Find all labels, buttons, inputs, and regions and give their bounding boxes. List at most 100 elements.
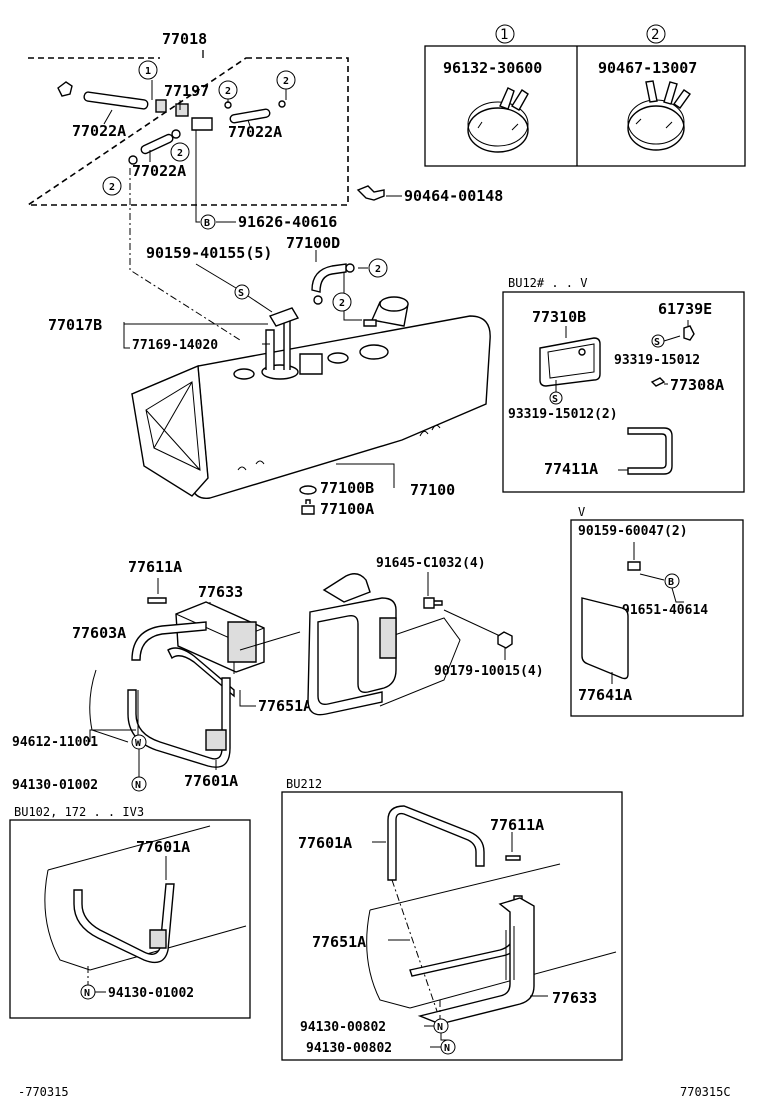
dashdot-hose-route xyxy=(129,168,241,341)
drain-gasket xyxy=(299,485,317,495)
label-77100d: 77100D xyxy=(286,234,340,252)
label-91651-40614: 91651-40614 xyxy=(622,603,708,618)
cover-77310b-inner xyxy=(547,343,595,379)
label-77022a-2: 77022A xyxy=(228,123,282,141)
caption-v: V xyxy=(578,505,585,519)
badge-S-tank: S xyxy=(234,284,250,300)
svg-text:N: N xyxy=(135,780,141,791)
leader-S-tank xyxy=(247,295,273,313)
svg-text:S: S xyxy=(238,288,244,299)
svg-text:B: B xyxy=(668,577,674,588)
svg-text:2: 2 xyxy=(375,264,381,275)
hose-clamp-neck xyxy=(363,319,377,327)
badge-N-3: N xyxy=(433,1018,449,1034)
leader-77100d-badges xyxy=(343,267,368,321)
leader-91626 xyxy=(195,130,200,223)
svg-text:N: N xyxy=(444,1043,450,1054)
label-77411a: 77411A xyxy=(544,460,598,478)
tank-end-cross xyxy=(145,381,201,471)
bracket-77411a xyxy=(627,427,673,475)
inset-bu212-box xyxy=(281,791,623,1061)
label-91645-c1032: 91645-C1032(4) xyxy=(376,556,486,571)
strap-77603a xyxy=(131,621,207,661)
leader-screw-line xyxy=(639,573,665,581)
clip-61739e xyxy=(683,325,695,341)
svg-text:B: B xyxy=(204,218,210,229)
svg-text:1: 1 xyxy=(145,66,151,77)
label-77022a-1: 77022A xyxy=(72,122,126,140)
band-bu212-top xyxy=(387,805,485,881)
hose-kit-group: 77018 1 2 2 2 2 77197 77022A 77022A 7702… xyxy=(25,30,349,206)
label-77601a-2: 77601A xyxy=(136,838,190,856)
svg-text:W: W xyxy=(135,738,142,749)
tank-bracket xyxy=(299,353,323,375)
label-90159-60047: 90159-60047(2) xyxy=(578,524,688,539)
leader-bolt-line xyxy=(443,609,501,637)
legend-key-1: 1 xyxy=(495,24,515,44)
label-77641a: 77641A xyxy=(578,686,632,704)
grommet-77308a xyxy=(650,377,666,387)
clip-90464 xyxy=(356,185,385,201)
label-90159-40155: 90159-40155(5) xyxy=(146,244,272,262)
svg-text:2: 2 xyxy=(651,27,659,43)
clamp-legend: 1 2 96132-30600 90467-13007 xyxy=(424,24,746,167)
caption-bu212: BU212 xyxy=(286,777,322,791)
svg-text:2: 2 xyxy=(339,298,345,309)
leader-91651 xyxy=(671,587,684,603)
clamp-96132-tabs xyxy=(499,87,529,111)
inset-v: V 90159-60047(2) B 91651-40614 77641A xyxy=(570,505,744,717)
hose-77100d xyxy=(311,263,347,293)
bolt-91645 xyxy=(423,597,443,609)
svg-text:2: 2 xyxy=(177,148,183,159)
svg-text:1: 1 xyxy=(500,27,508,43)
label-94612-11001: 94612-11001 xyxy=(12,735,98,750)
tank-body xyxy=(130,315,491,499)
label-93319-15012-2: 93319-15012(2) xyxy=(508,407,618,422)
label-90179-10015: 90179-10015(4) xyxy=(434,664,544,679)
label-77601a-1: 77601A xyxy=(184,772,238,790)
inset-bu102: BU102, 172 . . IV3 77601A N 94130-01002 xyxy=(9,805,251,1019)
label-96132-30600: 96132-30600 xyxy=(443,59,542,77)
tank-port-c xyxy=(359,344,389,360)
joint-fitting-b xyxy=(175,103,189,117)
hose-77022a-lower xyxy=(140,133,174,155)
small-clip-lower xyxy=(128,155,138,165)
label-93319-15012: 93319-15012 xyxy=(614,353,700,368)
label-77611a-1: 77611A xyxy=(128,558,182,576)
label-94130-00802-2: 94130-00802 xyxy=(306,1041,392,1056)
band-77601a-block xyxy=(205,729,227,751)
leader-77022a-2 xyxy=(247,119,251,127)
label-90467-13007: 90467-13007 xyxy=(598,59,697,77)
badge-2-d: 2 xyxy=(102,176,122,196)
label-77633-2: 77633 xyxy=(552,989,597,1007)
badge-W: W xyxy=(131,734,147,750)
label-77169-14020: 77169-14020 xyxy=(132,338,218,353)
label-77603a: 77603A xyxy=(72,624,126,642)
band-bu102 xyxy=(73,883,175,964)
leader-90159-40155 xyxy=(195,263,237,289)
tank-port-a xyxy=(233,368,255,380)
small-clip xyxy=(171,129,181,139)
label-90464-00148: 90464-00148 xyxy=(404,187,503,205)
tank-outline-bu212 xyxy=(366,863,617,1009)
tank-ribs xyxy=(237,424,441,471)
svg-text:S: S xyxy=(552,394,558,405)
badge-S-inset-a: S xyxy=(651,334,665,348)
clamp-90467-tabs xyxy=(645,80,691,109)
badge-2-c: 2 xyxy=(170,142,190,162)
screw-90159 xyxy=(627,561,641,571)
inset-bu212: BU212 77601A 77611A 77651A 77633 N 94130… xyxy=(281,777,623,1061)
clamp-96132-ring-top xyxy=(467,101,529,147)
hose-end-fitting xyxy=(57,81,73,97)
fuel-tank-assembly: 2 2 77100D 90159-40155(5) S 77017B 77169… xyxy=(48,234,491,518)
bracket-77633-block xyxy=(227,621,257,663)
leader-S-inset-a xyxy=(663,335,681,342)
badge-B-top: B xyxy=(200,214,216,230)
bracket-bu212-ribs xyxy=(505,926,515,980)
label-77611a-2: 77611A xyxy=(490,816,544,834)
bolt-77611a xyxy=(147,597,167,604)
hose-77100d-clip xyxy=(313,295,323,305)
hose-77100d-clip-b xyxy=(345,263,355,273)
svg-text:N: N xyxy=(84,988,90,999)
badge-2-b: 2 xyxy=(276,70,296,90)
